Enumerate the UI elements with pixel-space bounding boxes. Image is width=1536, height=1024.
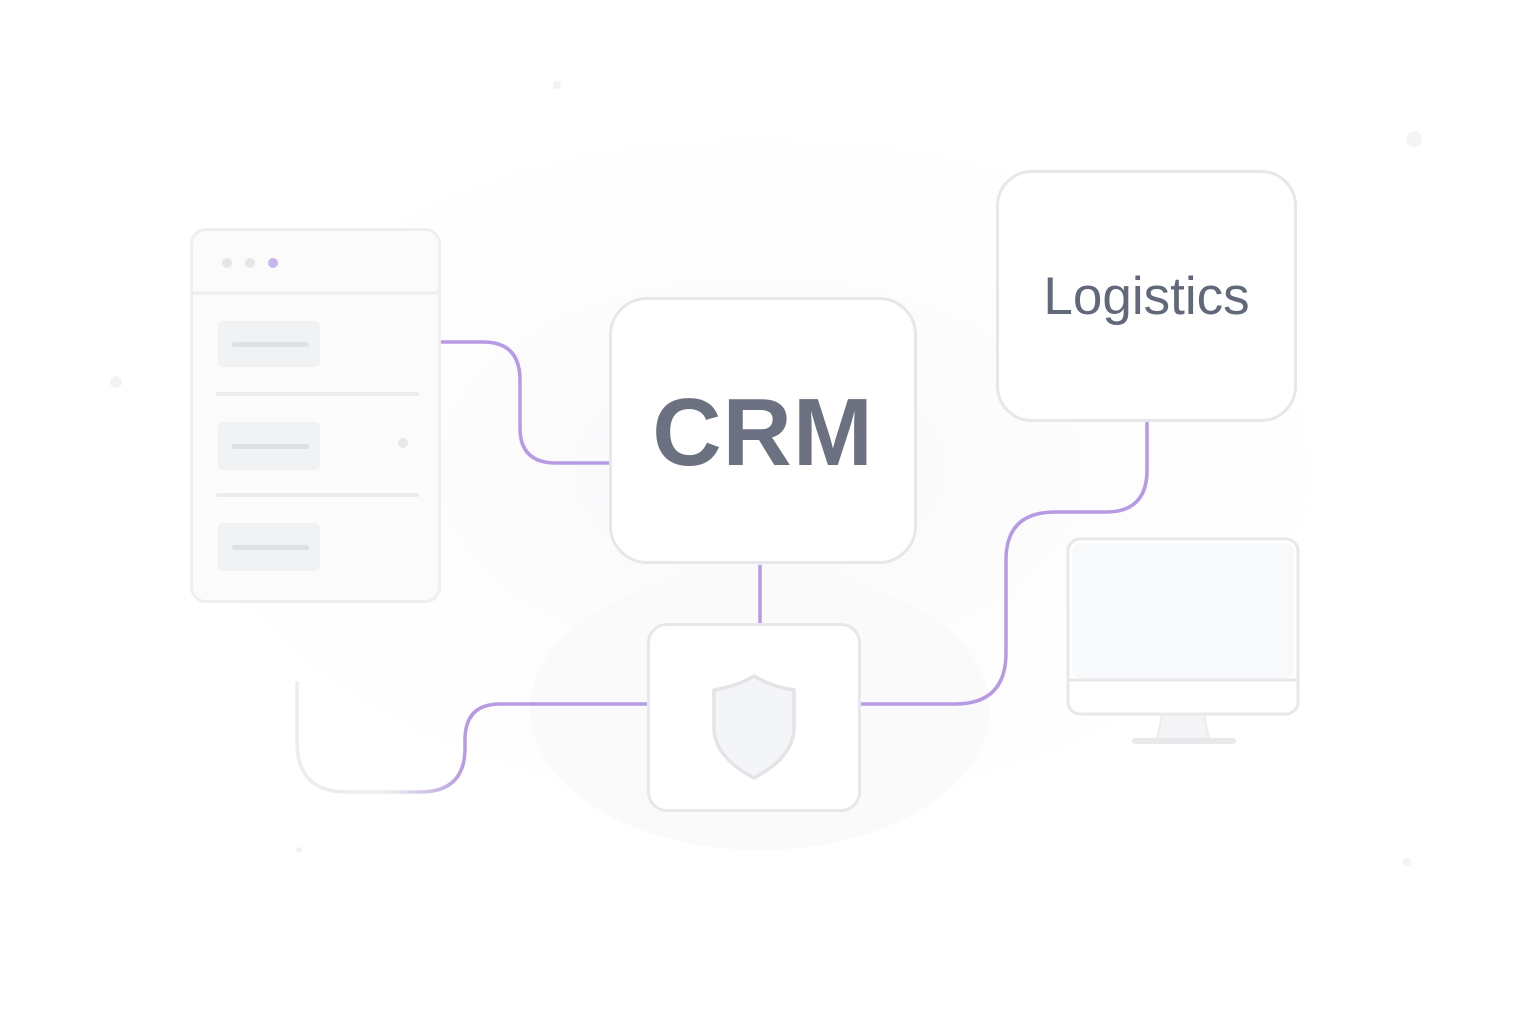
logistics-node[interactable]: Logistics [996, 170, 1297, 422]
connector-left-to-security [295, 681, 649, 794]
background-dot [296, 847, 302, 853]
list-item-line [232, 342, 309, 347]
background-dot [1406, 131, 1422, 147]
background-dot [1403, 858, 1411, 866]
connector-app-to-crm [401, 340, 611, 465]
background-dot [110, 376, 122, 388]
window-dot-active [268, 258, 278, 268]
monitor-base [1132, 738, 1236, 744]
monitor-icon [1066, 537, 1300, 744]
background-dot [553, 81, 561, 89]
list-item-line [232, 545, 309, 550]
list-item-line [232, 444, 309, 449]
app-window [190, 228, 441, 603]
crm-node[interactable]: CRM [609, 297, 917, 564]
logistics-label: Logistics [1043, 266, 1250, 326]
app-window-icon [193, 258, 438, 571]
monitor [1066, 537, 1300, 747]
list-item-dot [398, 438, 408, 448]
monitor-screen [1072, 543, 1294, 679]
security-node[interactable] [647, 623, 861, 812]
window-dot [222, 258, 232, 268]
window-dot [245, 258, 255, 268]
crm-label: CRM [652, 378, 874, 486]
connector-security-to-logistics [860, 421, 1149, 706]
shield-icon [712, 673, 796, 780]
monitor-stand [1155, 714, 1211, 740]
